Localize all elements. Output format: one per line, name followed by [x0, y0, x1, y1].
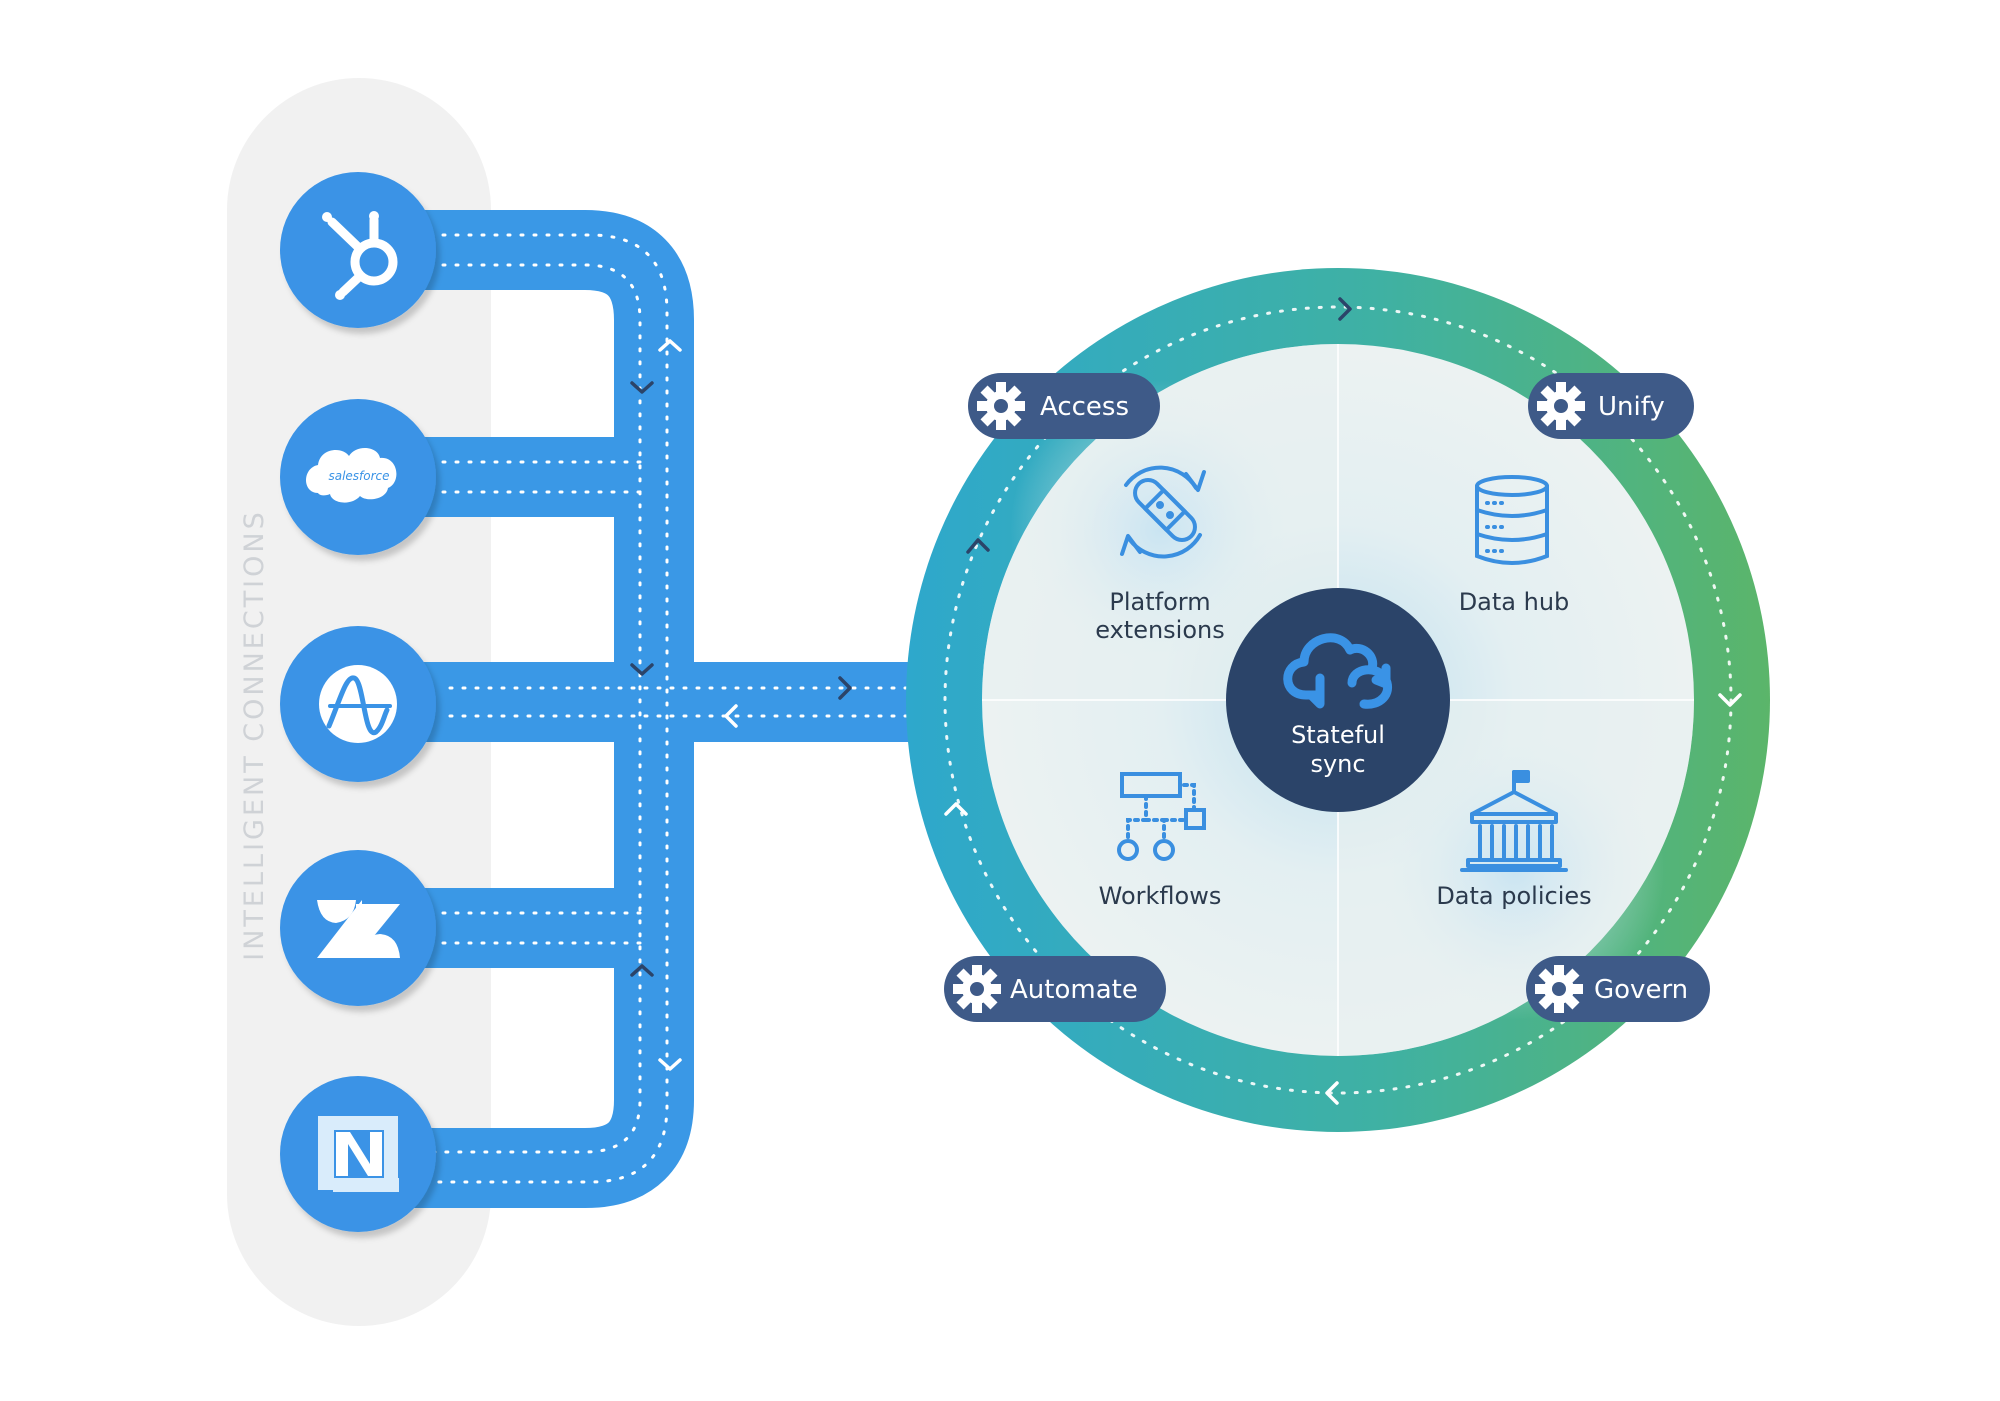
stage-label-unify: Unify [1598, 392, 1665, 422]
platform-extensions-label-line2: extensions [1095, 616, 1225, 644]
zendesk-icon [317, 900, 400, 958]
cloud-sync-icon [1283, 633, 1392, 709]
quadrant-platform-extensions[interactable]: Platform extensions [1095, 465, 1225, 644]
flow-dots [428, 233, 942, 1184]
amplitude-icon [319, 665, 397, 743]
center-label-line2: sync [1310, 750, 1365, 778]
connection-pipes [340, 210, 930, 1208]
ring-chevrons [944, 297, 1742, 1105]
hubspot-icon [322, 211, 398, 300]
sidebar-label: INTELLIGENT CONNECTIONS [239, 509, 270, 960]
hub-ring-track [943, 305, 1733, 1095]
stage-pill-unify[interactable]: Unify [1528, 373, 1694, 439]
center-label-line1: Stateful [1291, 721, 1385, 749]
salesforce-icon: salesforce [306, 447, 397, 503]
gear-icon [1535, 965, 1583, 1013]
gear-icon [953, 965, 1001, 1013]
gear-icon [1537, 382, 1585, 430]
data-policies-label: Data policies [1436, 882, 1591, 910]
salesforce-logo-text: salesforce [328, 469, 389, 483]
quadrant-data-hub[interactable]: Data hub [1459, 475, 1570, 616]
quadrant-workflows[interactable]: Workflows [1099, 772, 1222, 910]
stage-label-govern: Govern [1594, 975, 1688, 1005]
stage-label-automate: Automate [1010, 975, 1138, 1005]
database-icon [1475, 475, 1549, 565]
workflow-icon [1117, 772, 1206, 861]
gear-icon [977, 382, 1025, 430]
bandage-refresh-icon [1120, 465, 1206, 559]
stage-pill-automate[interactable]: Automate [944, 956, 1166, 1022]
netsuite-icon [318, 1116, 399, 1192]
data-hub-label: Data hub [1459, 588, 1570, 616]
stage-label-access: Access [1040, 392, 1129, 422]
stage-pill-access[interactable]: Access [968, 373, 1160, 439]
quadrant-data-policies[interactable]: Data policies [1436, 770, 1592, 910]
stateful-sync-center[interactable] [1226, 588, 1450, 812]
pipe-chevrons [630, 339, 852, 1071]
government-building-icon [1460, 770, 1568, 872]
workflows-label: Workflows [1099, 882, 1222, 910]
platform-extensions-label-line1: Platform [1109, 588, 1210, 616]
stage-pill-govern[interactable]: Govern [1526, 956, 1710, 1022]
hub-quadrants [982, 344, 1694, 1056]
